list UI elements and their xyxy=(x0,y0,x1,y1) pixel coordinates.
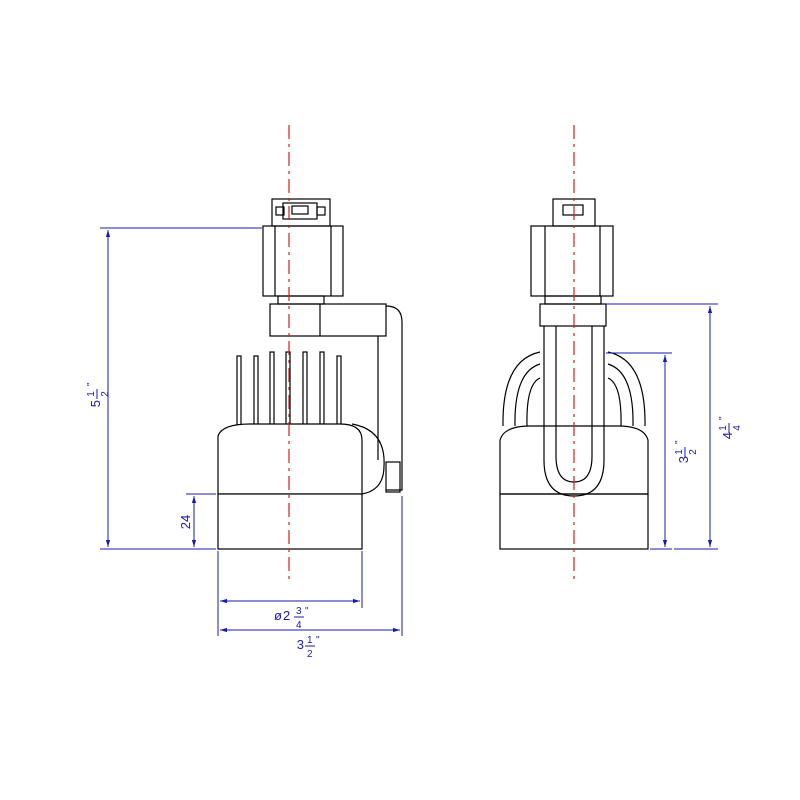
side-yoke xyxy=(539,303,607,497)
front-view xyxy=(217,198,403,550)
svg-text:": " xyxy=(674,440,685,444)
svg-text:1: 1 xyxy=(307,635,313,646)
svg-text:4: 4 xyxy=(296,620,302,631)
front-track-adapter xyxy=(262,198,344,305)
svg-text:2: 2 xyxy=(100,391,111,397)
front-lamp-body xyxy=(217,423,385,550)
svg-text:": " xyxy=(305,606,309,617)
svg-text:4: 4 xyxy=(720,432,735,439)
label-front-diameter: ø 2 3 4 " xyxy=(274,606,309,631)
label-height: 5 1 2 " xyxy=(86,382,111,407)
svg-text:": " xyxy=(86,382,97,386)
side-track-adapter xyxy=(530,198,614,305)
dimensions xyxy=(100,227,718,636)
label-overall-width: 3 1 2 " xyxy=(297,635,320,660)
svg-text:ø: ø xyxy=(274,608,282,623)
svg-text:1: 1 xyxy=(718,425,729,431)
svg-text:3: 3 xyxy=(297,637,304,652)
svg-text:2: 2 xyxy=(307,649,313,660)
svg-text:3: 3 xyxy=(296,606,302,617)
svg-text:1: 1 xyxy=(86,391,97,397)
svg-text:4: 4 xyxy=(732,425,743,431)
svg-text:2: 2 xyxy=(688,449,699,455)
svg-text:1: 1 xyxy=(674,449,685,455)
svg-text:3: 3 xyxy=(676,456,691,463)
svg-text:": " xyxy=(316,635,320,646)
svg-text:24: 24 xyxy=(178,515,193,529)
svg-text:2: 2 xyxy=(283,608,290,623)
svg-text:5: 5 xyxy=(88,400,103,407)
svg-text:": " xyxy=(718,416,729,420)
label-lens-band: 24 xyxy=(178,515,193,529)
side-heatsink-cage xyxy=(502,351,646,427)
label-side-outer: 4 1 4 " xyxy=(718,416,743,439)
label-side-inner: 3 1 2 " xyxy=(674,440,699,463)
center-lines xyxy=(288,125,575,580)
